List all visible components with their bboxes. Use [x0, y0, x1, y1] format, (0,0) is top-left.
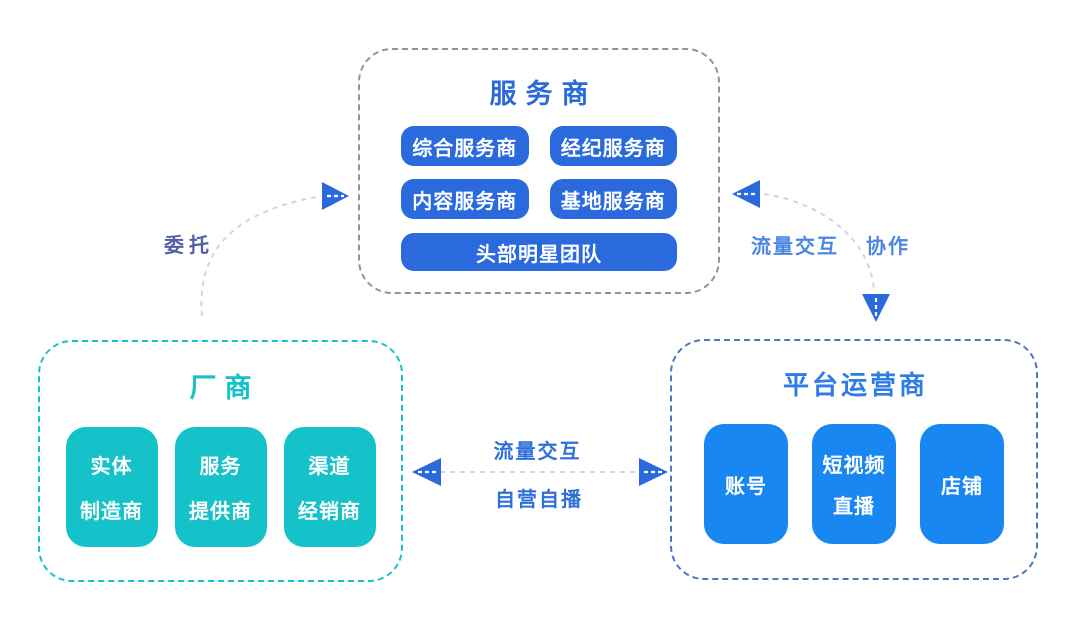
service-pill-base: 基地服务商 — [549, 179, 677, 219]
service-group-title: 服务商 — [489, 79, 598, 109]
service-pill-grid: 综合服务商 经纪服务商 内容服务商 基地服务商 — [401, 126, 677, 219]
card-line: 店铺 — [941, 475, 983, 498]
manufacturer-card-physical-maker: 实体 制造商 — [65, 427, 158, 547]
mutual-selfbroadcast-label: 自营自播 — [495, 489, 583, 511]
manufacturer-card-row: 实体 制造商 服务 提供商 渠道 经销商 — [40, 427, 401, 547]
group-service-providers: 服务商 综合服务商 经纪服务商 内容服务商 基地服务商 头部明星团队 — [358, 48, 720, 294]
card-line: 经销商 — [298, 501, 361, 523]
mutual-right-arrowhead-icon — [639, 458, 668, 486]
service-pill-content: 内容服务商 — [401, 179, 529, 219]
platform-card-shop: 店铺 — [920, 424, 1004, 544]
platform-card-account: 账号 — [704, 424, 788, 544]
mutual-left-arrowhead-icon — [412, 458, 441, 486]
collaboration-traffic-label: 流量交互 — [751, 236, 839, 258]
card-line: 短视频 — [822, 455, 886, 477]
platform-card-shortvideo-live: 短视频 直播 — [812, 424, 896, 544]
group-platform-operator: 平台运营商 账号 短视频 直播 店铺 — [670, 339, 1038, 580]
card-line: 制造商 — [80, 501, 143, 523]
platform-group-title: 平台运营商 — [782, 370, 928, 400]
manufacturer-card-channel-dealer: 渠道 经销商 — [283, 427, 376, 547]
delegate-curve — [200, 196, 317, 317]
service-pill-brokerage: 经纪服务商 — [549, 126, 677, 166]
manufacturer-group-title: 厂商 — [189, 373, 260, 403]
service-pill-top-star-team: 头部明星团队 — [401, 233, 677, 271]
service-pill-comprehensive: 综合服务商 — [401, 126, 529, 166]
group-manufacturer: 厂商 实体 制造商 服务 提供商 渠道 经销商 — [38, 340, 403, 582]
delegate-label: 委托 — [164, 235, 214, 257]
mutual-traffic-label: 流量交互 — [493, 441, 582, 463]
card-line: 提供商 — [189, 501, 252, 523]
card-line: 直播 — [833, 496, 875, 518]
card-line: 渠道 — [308, 456, 351, 478]
platform-card-row: 账号 短视频 直播 店铺 — [672, 424, 1036, 544]
collaboration-label: 协作 — [866, 236, 910, 258]
manufacturer-card-service-provider: 服务 提供商 — [174, 427, 267, 547]
card-line: 账号 — [725, 475, 767, 498]
delegate-arrowhead-icon — [322, 182, 349, 210]
collaboration-down-arrowhead-icon — [862, 294, 890, 322]
card-line: 实体 — [90, 456, 133, 478]
collaboration-left-arrowhead-icon — [732, 180, 760, 208]
card-line: 服务 — [199, 456, 242, 478]
